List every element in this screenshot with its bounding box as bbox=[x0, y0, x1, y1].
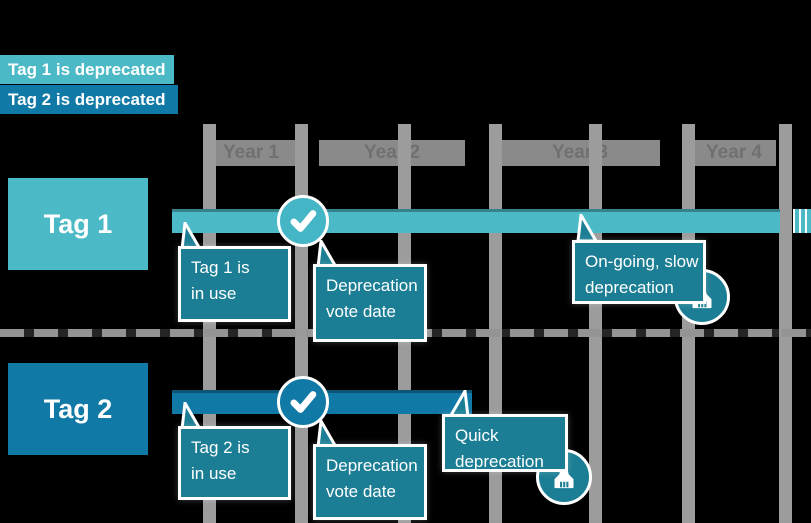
tag1-timeline-bar bbox=[172, 209, 780, 233]
callout-tag2-in-use: Tag 2 is in use bbox=[178, 426, 291, 500]
column-header-4: Year 4 bbox=[692, 140, 776, 166]
callout-line: On-going, slow bbox=[585, 252, 699, 271]
check-icon bbox=[290, 391, 317, 413]
broom-icon bbox=[554, 464, 574, 489]
tag1-bar-continuation-stripes bbox=[793, 209, 811, 233]
callout-line: vote date bbox=[326, 302, 396, 322]
callout-tag2-quick-deprecation: Quick deprecation bbox=[442, 414, 568, 472]
callout-tag1-in-use: Tag 1 is in use bbox=[178, 246, 291, 322]
gridline-2 bbox=[295, 124, 308, 523]
callout-tail bbox=[576, 214, 600, 242]
tag1-vote-check-badge bbox=[277, 195, 329, 247]
callout-line: Deprecation bbox=[326, 456, 418, 475]
callout-line: Tag 1 is bbox=[191, 258, 250, 277]
check-icon bbox=[290, 210, 317, 232]
callout-line: Tag 2 is bbox=[191, 438, 250, 457]
gridline-7 bbox=[779, 124, 792, 523]
row-label-tag2: Tag 2 bbox=[8, 363, 148, 455]
callout-tag1-vote-date: Deprecation vote date bbox=[313, 264, 427, 342]
callout-line: vote date bbox=[326, 482, 396, 502]
legend-tag2-deprecated: Tag 2 is deprecated bbox=[0, 85, 178, 114]
legend-tag1-deprecated: Tag 1 is deprecated bbox=[0, 55, 174, 84]
gridline-5 bbox=[589, 124, 602, 523]
column-header-2: Year 2 bbox=[319, 140, 465, 166]
callout-line: deprecation bbox=[585, 278, 674, 298]
callout-line: in use bbox=[191, 284, 237, 304]
callout-line: deprecation bbox=[455, 452, 544, 472]
callout-line: in use bbox=[191, 464, 237, 484]
column-header-3: Year 3 bbox=[500, 140, 660, 166]
callout-line: Quick bbox=[455, 426, 499, 445]
row-label-tag1: Tag 1 bbox=[8, 178, 148, 270]
callout-tag1-slow-deprecation: On-going, slow deprecation bbox=[572, 240, 706, 304]
callout-line: Deprecation bbox=[326, 276, 418, 295]
column-header-1: Year 1 bbox=[207, 140, 295, 166]
callout-tag2-vote-date: Deprecation vote date bbox=[313, 444, 427, 520]
